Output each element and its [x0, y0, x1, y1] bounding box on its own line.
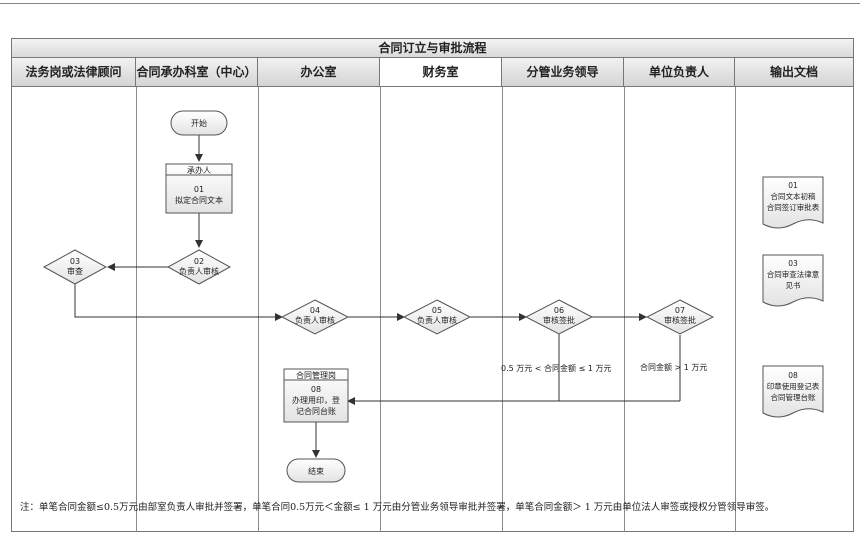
document-03-number: 03 [788, 259, 798, 268]
document-01-line2: 合同签订审批表 [767, 202, 820, 212]
lane-divider [502, 87, 503, 532]
end-label: 结束 [308, 466, 324, 476]
lane-divider [380, 87, 381, 532]
connector-lines [74, 135, 681, 458]
lane-header-unit-head: 单位负责人 [624, 58, 735, 87]
step-07-label: 审核签批 [664, 315, 696, 325]
document-08-line2: 合同管理台账 [771, 392, 816, 402]
step-06-number: 06 [554, 306, 564, 315]
lane-header-output-docs: 输出文档 [735, 58, 854, 87]
step-05-number: 05 [432, 306, 442, 315]
lane-divider [136, 87, 137, 532]
condition-07-label: 合同金额 > 1 万元 [640, 362, 707, 372]
end-terminal: 结束 [286, 458, 346, 483]
document-03-line2: 见书 [786, 280, 801, 290]
document-08-number: 08 [788, 371, 798, 380]
document-01-number: 01 [788, 181, 798, 190]
step-05-decision: 05 负责人审核 [402, 299, 472, 335]
step-08-label-line2: 记合同台账 [296, 406, 336, 416]
step-08-role: 合同管理岗 [296, 370, 336, 380]
step-01-process: 承办人 01 拟定合同文本 [165, 163, 233, 214]
lane-divider [624, 87, 625, 532]
lane-header-business-leader: 分管业务领导 [502, 58, 624, 87]
step-04-decision: 04 负责人审核 [280, 299, 350, 335]
step-02-label: 负责人审核 [179, 266, 219, 276]
document-08: 08 印章使用登记表 合同管理台账 [762, 365, 824, 418]
step-03-label: 审查 [67, 266, 83, 276]
step-05-label: 负责人审核 [417, 315, 457, 325]
arrow-03-to-04 [74, 283, 283, 321]
condition-06-label: 0.5 万元 < 合同金额 ≤ 1 万元 [501, 363, 611, 373]
step-03-number: 03 [70, 257, 80, 266]
document-03-line1: 合同审查法律意 [767, 269, 820, 279]
document-03: 03 合同审查法律意 见书 [762, 254, 824, 307]
document-01-line1: 合同文本初稿 [771, 191, 816, 201]
step-02-decision: 02 负责人审核 [166, 249, 232, 285]
step-07-decision: 07 审核签批 [645, 299, 715, 335]
lane-header-office: 办公室 [258, 58, 380, 87]
footnote: 注：单笔合同金额≤0.5万元由部室负责人审批并签署，单笔合同0.5万元＜金额≤ … [20, 502, 775, 513]
step-04-label: 负责人审核 [295, 315, 335, 325]
step-07-number: 07 [675, 306, 685, 315]
top-border-line [0, 3, 860, 4]
step-08-process: 合同管理岗 08 办理用印，登 记合同台账 [283, 368, 349, 423]
step-04-number: 04 [310, 306, 320, 315]
step-01-number: 01 [194, 185, 204, 194]
step-06-label: 审核签批 [543, 315, 575, 325]
step-08-label-line1: 办理用印，登 [292, 395, 340, 405]
lane-divider [735, 87, 736, 532]
step-01-label: 拟定合同文本 [175, 195, 223, 205]
lane-header-legal: 法务岗或法律顾问 [11, 58, 136, 87]
step-08-number: 08 [311, 385, 321, 394]
step-06-decision: 06 审核签批 [524, 299, 594, 335]
document-08-line1: 印章使用登记表 [767, 381, 820, 391]
start-terminal: 开始 [170, 110, 228, 136]
lane-divider [258, 87, 259, 532]
step-03-decision: 03 审查 [42, 249, 108, 285]
step-01-role: 承办人 [187, 165, 211, 175]
lane-header-contract-dept: 合同承办科室（中心） [136, 58, 258, 87]
start-label: 开始 [191, 118, 207, 128]
lane-header-finance: 财务室 [380, 58, 502, 87]
step-02-number: 02 [194, 257, 204, 266]
document-01: 01 合同文本初稿 合同签订审批表 [762, 176, 824, 229]
flowchart-title: 合同订立与审批流程 [11, 38, 854, 58]
